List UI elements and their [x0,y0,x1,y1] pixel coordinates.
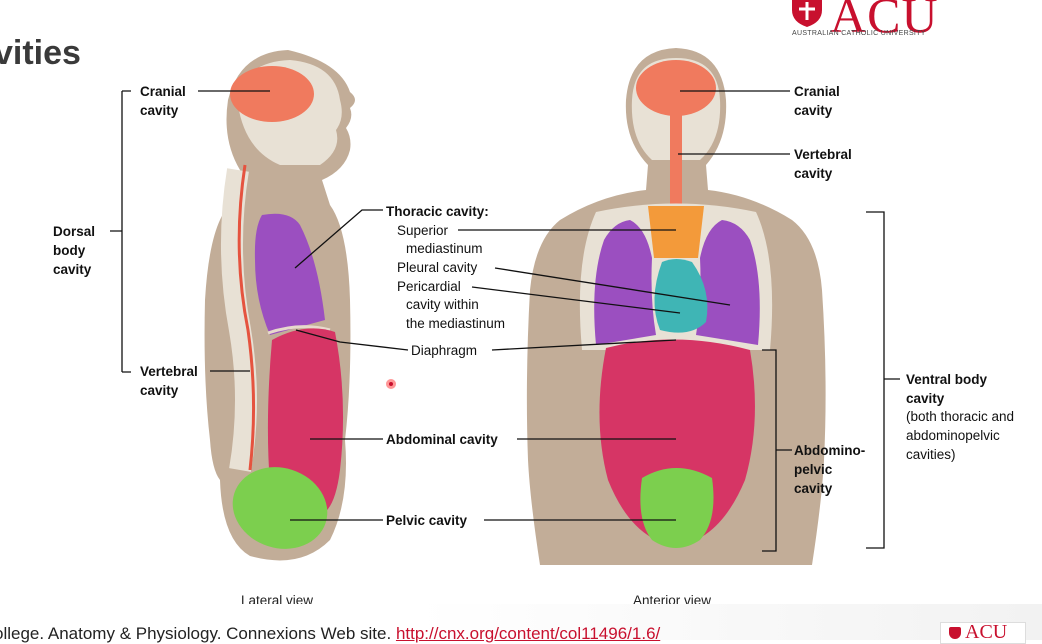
pericardial-label-1: Pericardial [397,279,461,294]
ant-vertebral-label-2: cavity [794,166,833,181]
lateral-figure [204,50,355,561]
lateral-view-caption: Lateral view [241,593,313,604]
lateral-pelvic-cavity [232,467,328,549]
abdomino-label-3: cavity [794,481,833,496]
ventral-label-3: (both thoracic and [906,409,1014,424]
ant-vertebral-label-1: Vertebral [794,147,852,162]
mini-logo-wordmark: ACU [965,621,1008,643]
pleural-leader [494,267,731,306]
anterior-pericardial-cavity [654,259,708,333]
slide-title: vities [0,34,81,72]
lateral-cranial-cavity [230,66,314,122]
ant-cranial-label-2: cavity [794,103,833,118]
footer-citation: ollege. Anatomy & Physiology. Connexions… [0,624,660,644]
footer-citation-text: ollege. Anatomy & Physiology. Connexions… [0,624,396,643]
pericardial-leader [471,286,681,314]
acu-shield-icon [792,0,822,27]
abdominal-label: Abdominal cavity [386,432,498,447]
superior-label-2: mediastinum [406,241,483,256]
abdominopelvic-bracket [762,349,792,552]
anterior-right-lung [696,220,760,345]
anterior-abdominal-cavity [599,339,755,546]
ventral-label-5: cavities) [906,447,956,462]
logo-subtitle: AUSTRALIAN CATHOLIC UNIVERSITY [792,30,926,37]
footer-acu-logo: ACU [940,621,1026,644]
anterior-figure [526,48,826,565]
ant-cranial-label-1: Cranial [794,84,840,99]
lat-vertebral-label-2: cavity [140,383,179,398]
anterior-vertebral-cavity [670,112,682,208]
superior-label-1: Superior [397,223,449,238]
ventral-label-2: cavity [906,391,945,406]
acu-logo: ACU AUSTRALIAN CATHOLIC UNIVERSITY [786,0,986,43]
lat-cranial-label-1: Cranial [140,84,186,99]
dorsal-label-3: cavity [53,262,92,277]
ant-diaphragm-leader [491,339,677,351]
anterior-cranial-cavity [636,60,716,116]
lateral-thoracic-cavity [254,213,325,335]
pelvic-label: Pelvic cavity [386,513,468,528]
lat-diaphragm-leader [295,329,409,351]
pleural-label: Pleural cavity [397,260,478,275]
pericardial-label-2: cavity within [406,297,479,312]
abdomino-label-1: Abdomino- [794,443,865,458]
thoracic-label: Thoracic cavity: [386,204,489,219]
lat-vertebral-label-1: Vertebral [140,364,198,379]
ventral-label-1: Ventral body [906,372,988,387]
leader-lines [110,90,900,552]
body-cavities-diagram: Cranial cavity Dorsal body cavity Verteb… [53,48,1014,604]
lateral-diaphragm-line [267,325,331,335]
dorsal-label-1: Dorsal [53,224,95,239]
footer-source-link[interactable]: http://cnx.org/content/col11496/1.6/ [395,624,661,643]
lateral-spine [220,168,257,472]
thoracic-leader [294,209,383,269]
anterior-pelvic-cavity [640,468,714,548]
cursor-dot [389,382,393,386]
footer-band [0,604,1042,640]
anterior-view-caption: Anterior view [633,593,711,604]
pericardial-label-3: the mediastinum [406,316,505,331]
dorsal-label-2: body [53,243,86,258]
logo-wordmark: ACU [830,0,939,43]
mini-shield-icon [949,627,961,639]
anterior-superior-mediastinum [648,206,704,258]
anterior-left-lung [594,220,656,345]
lateral-spinal-canal [237,164,256,471]
diaphragm-label: Diaphragm [411,343,477,358]
lateral-abdominal-cavity [267,328,344,515]
lat-cranial-label-2: cavity [140,103,179,118]
abdomino-label-2: pelvic [794,462,833,477]
ventral-label-4: abdominopelvic [906,428,1000,443]
dorsal-bracket-ticks [110,90,131,373]
ventral-bracket [866,211,900,549]
